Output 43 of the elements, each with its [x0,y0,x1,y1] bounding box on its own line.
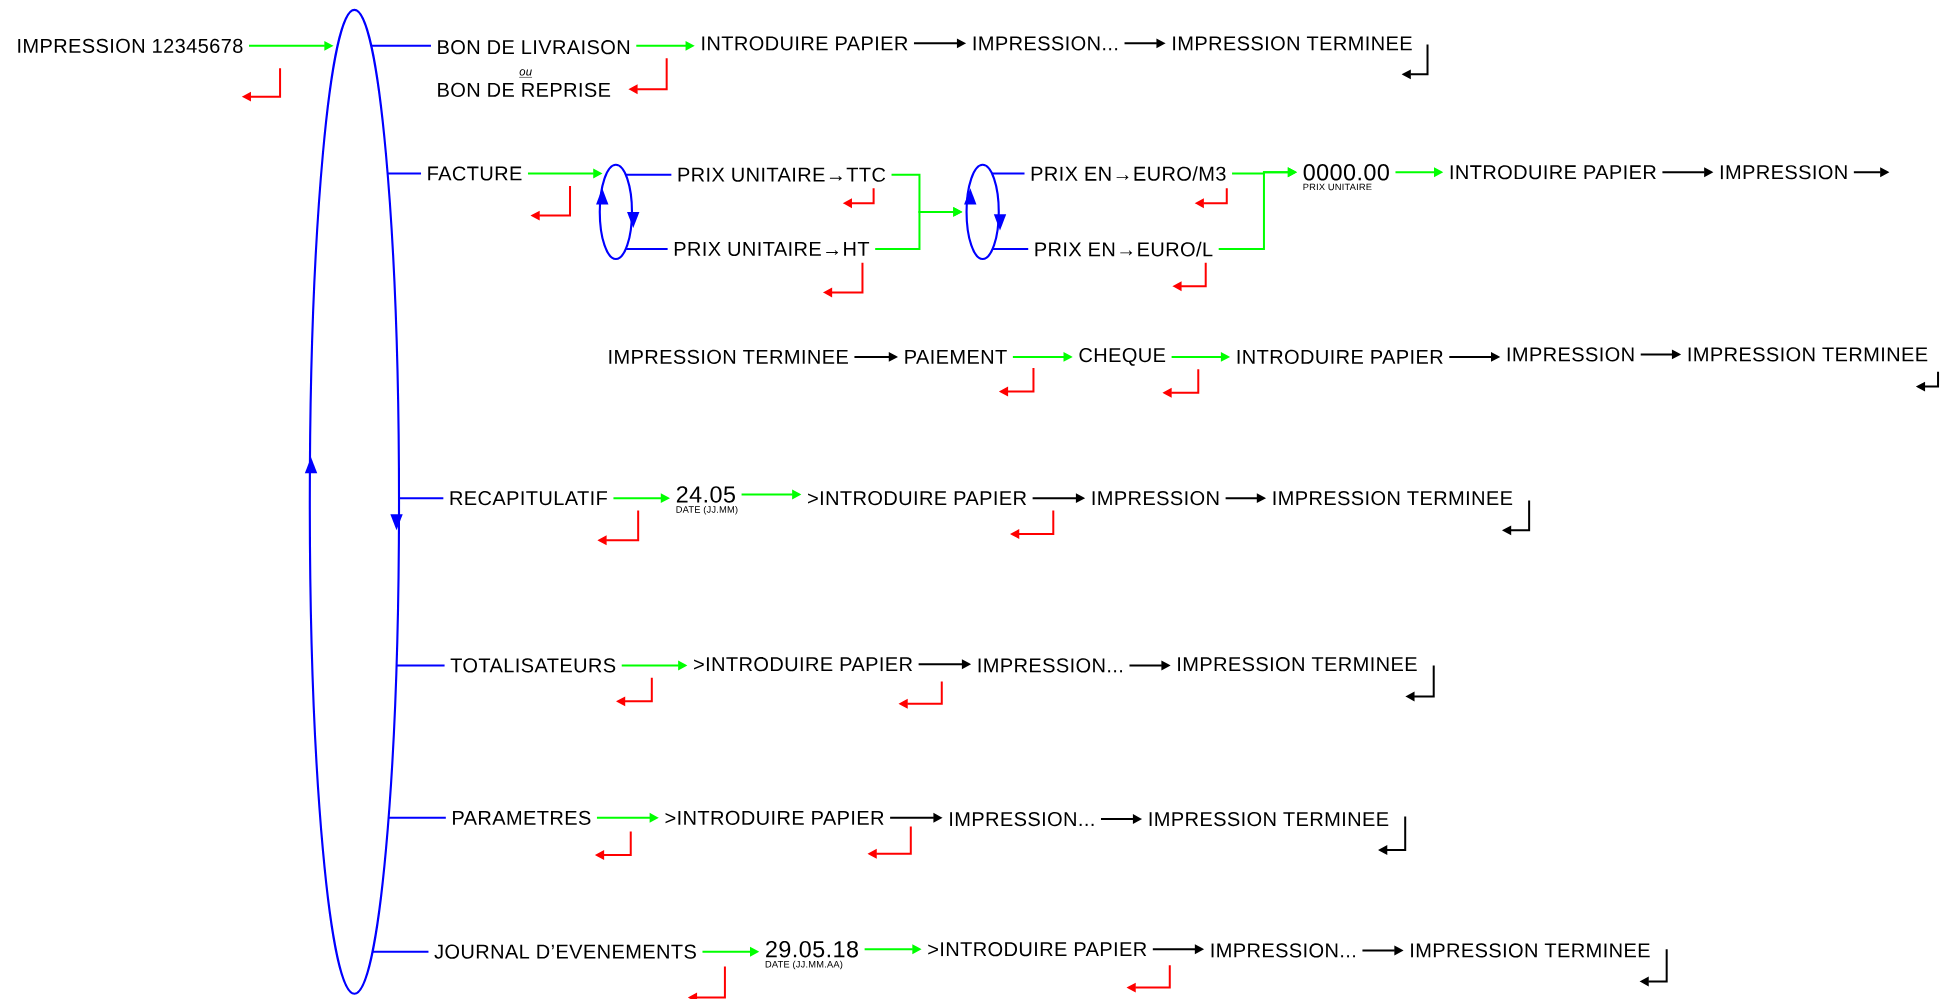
step-text: >INTRODUIRE PAPIER [694,657,913,672]
step-text: >INTRODUIRE PAPIER [665,810,884,825]
display-caption: PRIX UNITAIRE [1303,183,1372,191]
step-text: IMPRESSION... [978,658,1122,673]
step-text: IMPRESSION... [973,36,1118,51]
step-text: >INTRODUIRE PAPIER [928,942,1147,957]
step-text: IMPRESSION... [950,812,1094,827]
step-text: PARAMETRES [453,810,591,825]
display-caption: DATE (JJ.MM.AA) [765,960,843,970]
loop-ellipse [965,163,1000,261]
step-text: >INTRODUIRE PAPIER [808,491,1027,506]
step-text: PRIX EN→EURO/M3 [1031,166,1226,181]
step-text: IMPRESSION TERMINEE [609,349,848,364]
step-text: IMPRESSION TERMINEE [1411,943,1650,958]
step-text: TOTALISATEURS [450,658,616,673]
step-text: RECAPITULATIF [450,491,607,506]
loop-ellipse [308,8,401,995]
display-caption: DATE (JJ.MM) [676,505,738,515]
step-text: INTRODUIRE PAPIER [1450,165,1656,180]
step-text: IMPRESSION [1507,347,1634,362]
step-text: IMPRESSION 12345678 [18,38,243,53]
step-text: JOURNAL D’EVENEMENTS [434,944,696,959]
step-text: PRIX EN→EURO/L [1035,241,1213,257]
step-text: INTRODUIRE PAPIER [702,36,908,51]
display-value: 24.05 [676,486,735,503]
step-text: PRIX UNITAIRE→HT [674,242,870,257]
step-text: IMPRESSION TERMINEE [1688,347,1928,362]
step-text: FACTURE [428,166,522,181]
step-text: CHEQUE [1079,348,1166,366]
step-text: IMPRESSION TERMINEE [1273,491,1513,506]
step-text: IMPRESSION TERMINEE [1149,812,1389,827]
display-value: 29.05.18 [766,940,858,958]
loop-ellipse [598,163,634,261]
step-text: PAIEMENT [905,350,1007,364]
step-text: IMPRESSION... [1211,943,1355,958]
step-text: IMPRESSION TERMINEE [1178,657,1417,672]
step-text: IMPRESSION [1092,491,1219,506]
step-text: INTRODUIRE PAPIER [1237,349,1443,364]
step-text: IMPRESSION TERMINEE [1173,36,1412,51]
step-text: IMPRESSION [1720,165,1847,180]
display-value: 0000.00 [1303,164,1389,181]
step-text: BON DE LIVRAISON ou BON DE REPRISE [438,40,630,97]
step-text: PRIX UNITAIRE→TTC [678,167,886,182]
